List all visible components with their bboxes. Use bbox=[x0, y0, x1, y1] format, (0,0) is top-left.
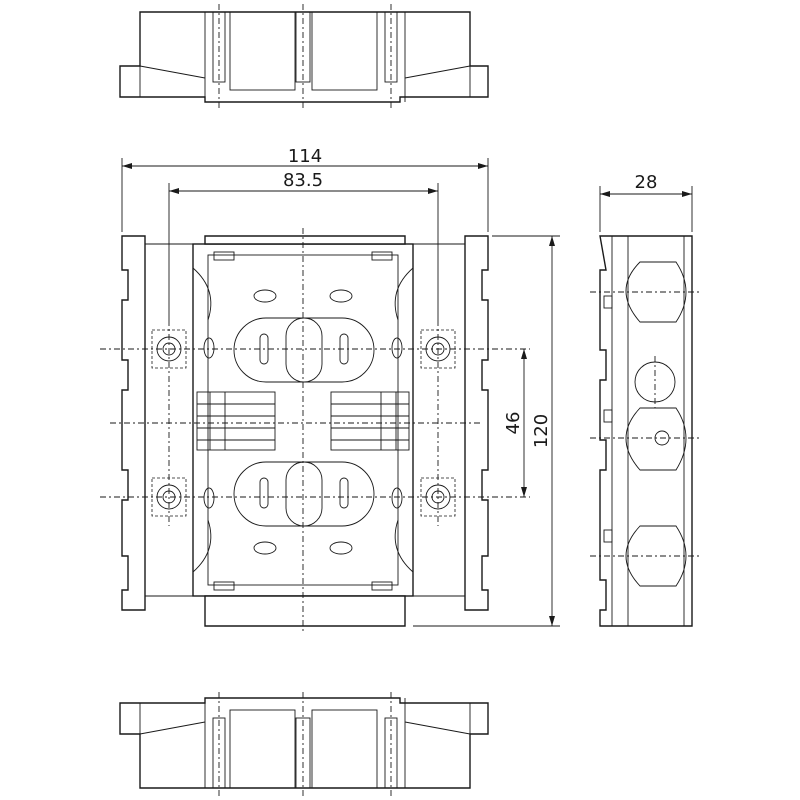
bottom-view bbox=[119, 692, 489, 796]
dim-label-hole-pitch-height: 46 bbox=[503, 412, 524, 435]
top-view bbox=[119, 4, 489, 108]
dim-label-hole-pitch-width: 83.5 bbox=[283, 170, 323, 191]
dim-label-overall-height: 120 bbox=[531, 414, 552, 448]
dim-label-overall-width: 114 bbox=[288, 146, 322, 167]
dimension-lines bbox=[121, 158, 693, 627]
front-view bbox=[100, 228, 530, 634]
dimension-labels: 114 83.5 28 46 120 bbox=[283, 146, 657, 448]
dim-label-depth: 28 bbox=[635, 172, 658, 193]
side-view bbox=[590, 235, 700, 627]
